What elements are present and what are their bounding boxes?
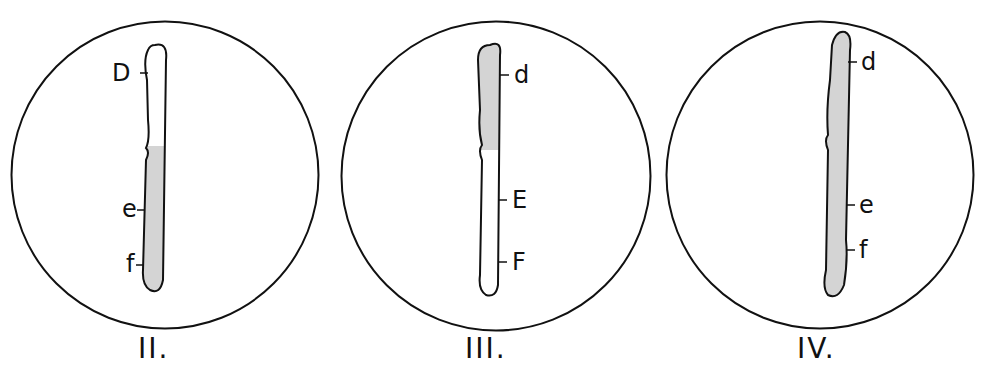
gene-label: E xyxy=(512,187,527,213)
cell-circle: DefII. xyxy=(10,20,320,330)
cell-outline xyxy=(340,20,652,332)
figure-number: II. xyxy=(138,334,169,364)
cell-outline xyxy=(665,20,975,330)
locus-tick xyxy=(136,264,144,266)
cell-outline xyxy=(667,22,974,329)
cell-outline xyxy=(12,22,319,329)
chromosome-outline xyxy=(143,45,166,292)
cell-circle: defIV. xyxy=(665,20,975,330)
chromosome xyxy=(824,32,850,296)
gene-label: F xyxy=(512,249,526,275)
locus-tick xyxy=(500,74,509,76)
figure-number: IV. xyxy=(797,334,836,364)
locus-tick xyxy=(846,204,855,206)
locus-tick xyxy=(498,261,507,263)
gene-label: e xyxy=(122,196,137,222)
chromosome-outline xyxy=(478,44,500,296)
gene-label: e xyxy=(859,192,874,218)
locus-tick xyxy=(848,61,857,63)
gene-label: f xyxy=(859,237,867,263)
locus-tick xyxy=(498,199,507,201)
gene-label: d xyxy=(514,62,529,88)
chromosome xyxy=(143,45,166,292)
cell-outline xyxy=(10,20,320,330)
cell-outline xyxy=(342,22,651,331)
figure-number: III. xyxy=(465,334,507,364)
gene-label: D xyxy=(112,60,130,86)
shaded-segment xyxy=(143,146,166,291)
chromosome xyxy=(478,44,500,296)
gene-label: d xyxy=(861,49,876,75)
gene-label: f xyxy=(126,251,134,277)
locus-tick xyxy=(846,249,855,251)
locus-tick xyxy=(140,72,148,74)
cell-circle: dEFIII. xyxy=(340,20,652,332)
shaded-segment xyxy=(478,44,500,150)
locus-tick xyxy=(137,209,145,211)
